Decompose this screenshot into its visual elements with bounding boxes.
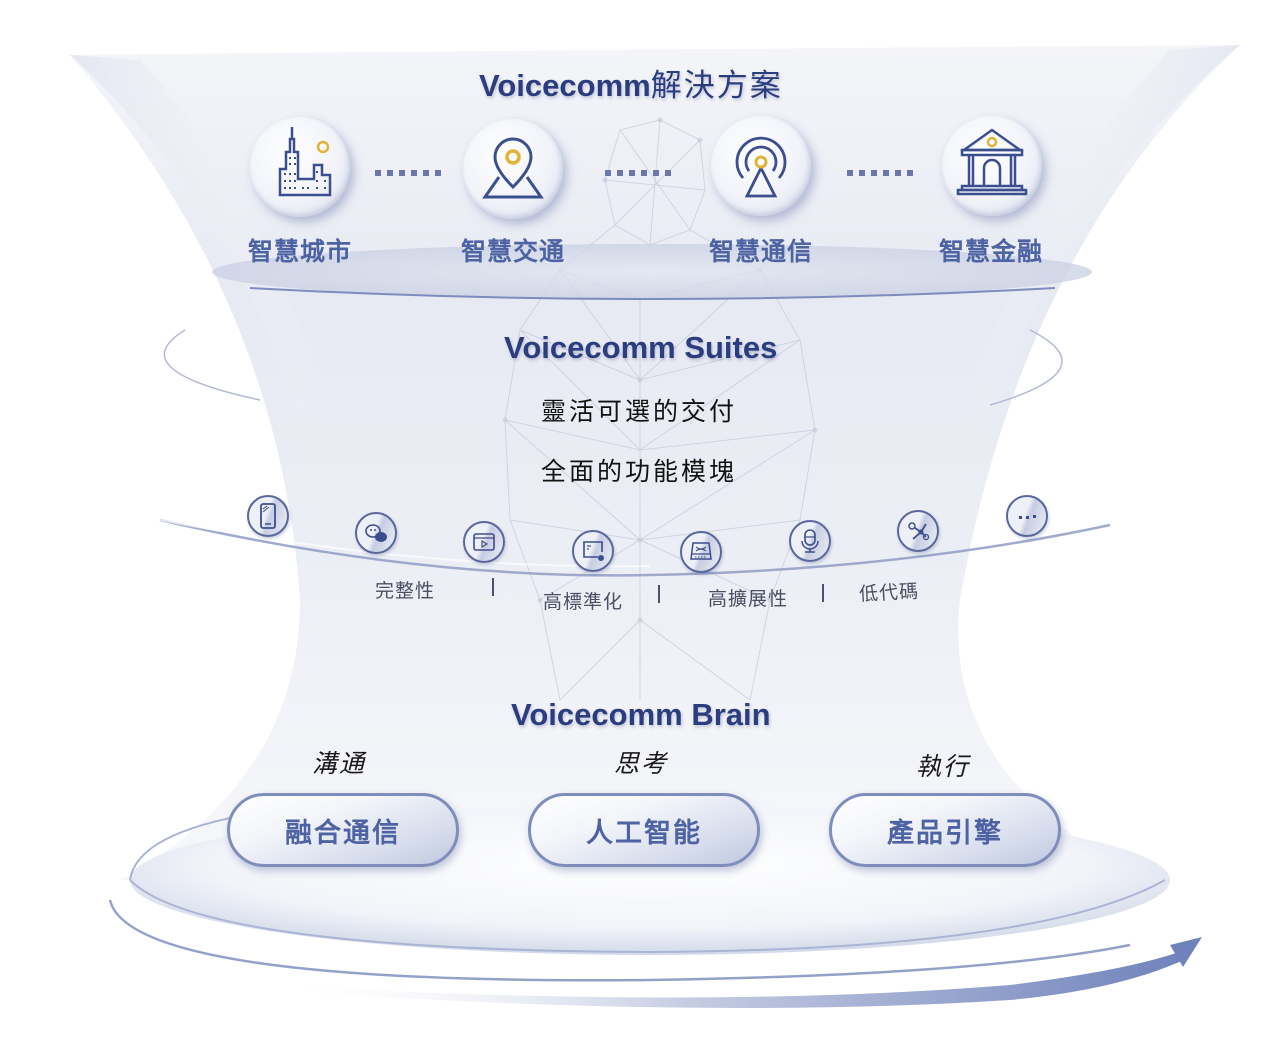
module-microphone-button[interactable] (789, 520, 831, 562)
dotted-connector (847, 170, 913, 176)
dotted-connector (375, 170, 441, 176)
smart-city-button[interactable] (250, 117, 350, 217)
verb-communicate: 溝通 (312, 749, 367, 778)
arrow-head-icon (1170, 937, 1202, 967)
feature-separator (822, 584, 824, 602)
product-engine-button[interactable]: 產品引擎 (829, 793, 1061, 867)
feature-completeness: 完整性 (375, 580, 436, 602)
verb-think: 思考 (614, 749, 669, 778)
module-network-button[interactable] (897, 510, 939, 552)
module-shuffle-button[interactable] (680, 531, 722, 573)
module-video-button[interactable] (463, 521, 505, 563)
feature-separator (658, 585, 660, 603)
smart-city-label: 智慧城市 (247, 237, 352, 266)
suites-line-modules: 全面的功能模塊 (541, 457, 738, 486)
module-chat-button[interactable] (355, 512, 397, 554)
city-buildings-icon (278, 127, 332, 197)
feature-standardization: 高標準化 (543, 591, 624, 613)
verb-execute: 執行 (916, 752, 971, 781)
signal-tower-icon (735, 136, 787, 198)
microphone-icon (801, 529, 819, 553)
artificial-intelligence-label: 人工智能 (586, 817, 702, 849)
solutions-title-cjk: 解決方案 (650, 68, 783, 104)
module-desktop-button[interactable] (572, 530, 614, 572)
artificial-intelligence-button[interactable]: 人工智能 (528, 793, 760, 867)
feature-separator (492, 578, 494, 596)
bank-icon (956, 128, 1028, 196)
video-player-icon (473, 533, 495, 551)
smart-transport-button[interactable] (463, 119, 563, 219)
suites-title: Voicecomm Suites (504, 330, 778, 365)
smart-finance-label: 智慧金融 (938, 237, 1043, 266)
smart-comm-label: 智慧通信 (708, 237, 813, 266)
chat-bubble-icon (365, 524, 387, 542)
solutions-title: Voicecomm解決方案 (479, 60, 783, 105)
feature-low-code: 低代碼 (858, 580, 920, 606)
mobile-phone-icon (260, 503, 276, 529)
smart-transport-label: 智慧交通 (460, 237, 565, 266)
more-dots-icon (1019, 515, 1036, 519)
module-more-button[interactable] (1006, 495, 1048, 537)
unified-communications-label: 融合通信 (285, 817, 401, 849)
map-pin-icon (482, 137, 544, 199)
brain-title: Voicecomm Brain (511, 697, 771, 732)
unified-communications-button[interactable]: 融合通信 (227, 793, 459, 867)
network-nodes-icon (908, 522, 930, 541)
module-mobile-button[interactable] (247, 495, 289, 537)
shuffle-device-icon (690, 542, 712, 560)
dotted-connector (605, 170, 671, 176)
desktop-monitor-icon (583, 541, 604, 561)
product-engine-label: 產品引擎 (887, 817, 1003, 849)
smart-comm-button[interactable] (711, 116, 811, 216)
feature-scalability: 高擴展性 (708, 588, 789, 610)
suites-line-delivery: 靈活可選的交付 (541, 397, 738, 426)
solutions-title-latin: Voicecomm (479, 68, 651, 103)
smart-finance-button[interactable] (942, 116, 1042, 216)
